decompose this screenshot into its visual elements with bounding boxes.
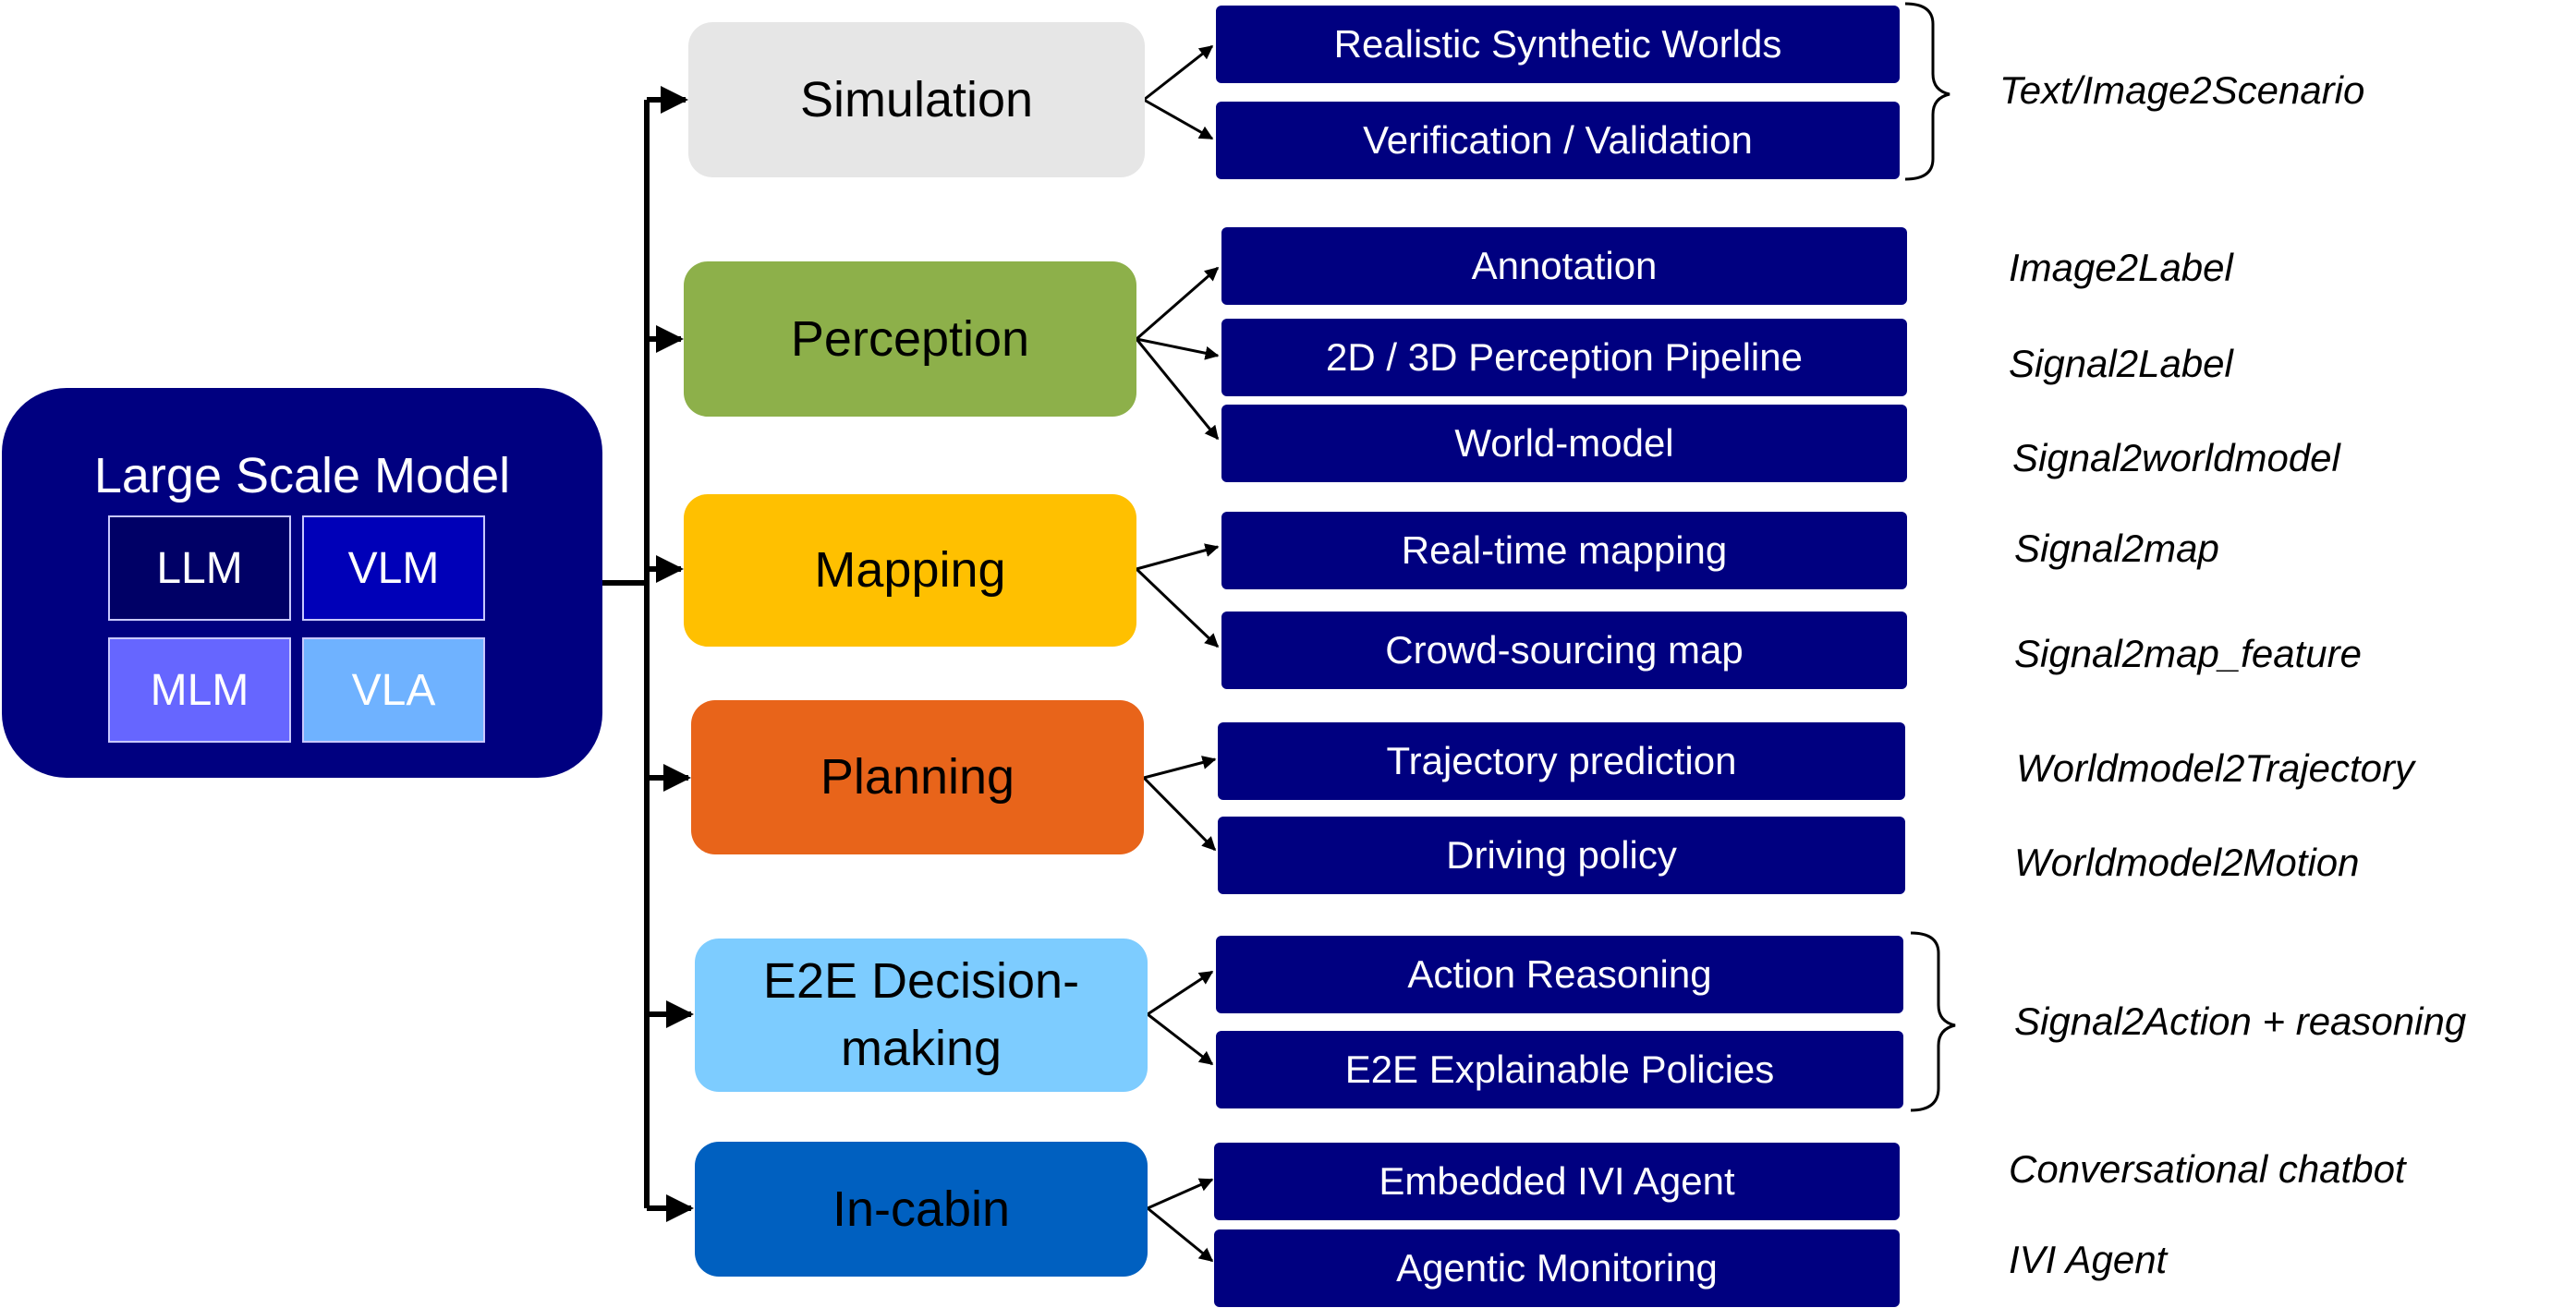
tag-signal2action-reasoning: Signal2Action + reasoning: [2014, 999, 2467, 1043]
chip-mlm: MLM: [108, 637, 291, 743]
tag-signal2worldmodel: Signal2worldmodel: [2012, 436, 2340, 479]
leaf-trajectory-prediction: Trajectory prediction: [1218, 722, 1905, 800]
tag-worldmodel2motion: Worldmodel2Motion: [2014, 841, 2360, 884]
leaf-real-time-mapping: Real-time mapping: [1221, 512, 1907, 589]
root-title: Large Scale Model: [93, 448, 511, 503]
leaf-action-reasoning: Action Reasoning: [1216, 936, 1903, 1013]
brace-simulation: [1904, 2, 1950, 181]
tag-conversational-chatbot: Conversational chatbot: [2009, 1147, 2406, 1191]
leaf-world-model: World-model: [1221, 405, 1907, 482]
brace-e2e: [1910, 931, 1956, 1112]
tag-worldmodel2trajectory: Worldmodel2Trajectory: [2016, 746, 2415, 790]
category-simulation: Simulation: [688, 22, 1145, 177]
chip-vla: VLA: [302, 637, 485, 743]
leaf-realistic-synthetic-worlds: Realistic Synthetic Worlds: [1216, 6, 1900, 83]
tag-ivi-agent: IVI Agent: [2009, 1238, 2168, 1281]
tag-text-image2scenario: Text/Image2Scenario: [1999, 68, 2365, 112]
category-planning: Planning: [691, 700, 1144, 854]
leaf-perception-pipeline: 2D / 3D Perception Pipeline: [1221, 319, 1907, 396]
tag-signal2map: Signal2map: [2014, 527, 2219, 570]
tag-signal2map-feature: Signal2map_feature: [2014, 632, 2362, 675]
leaf-embedded-ivi-agent: Embedded IVI Agent: [1214, 1143, 1900, 1220]
tag-image2label: Image2Label: [2009, 246, 2233, 289]
chip-llm: LLM: [108, 515, 291, 621]
tag-signal2label: Signal2Label: [2009, 342, 2233, 385]
leaf-agentic-monitoring: Agentic Monitoring: [1214, 1229, 1900, 1307]
leaf-crowd-sourcing-map: Crowd-sourcing map: [1221, 612, 1907, 689]
category-mapping: Mapping: [684, 494, 1136, 647]
chip-vlm: VLM: [302, 515, 485, 621]
category-e2e-decision-making: E2E Decision-making: [695, 939, 1148, 1092]
leaf-verification-validation: Verification / Validation: [1216, 102, 1900, 179]
leaf-annotation: Annotation: [1221, 227, 1907, 305]
leaf-driving-policy: Driving policy: [1218, 817, 1905, 894]
category-in-cabin: In-cabin: [695, 1142, 1148, 1277]
category-perception: Perception: [684, 261, 1136, 417]
leaf-e2e-explainable-policies: E2E Explainable Policies: [1216, 1031, 1903, 1108]
